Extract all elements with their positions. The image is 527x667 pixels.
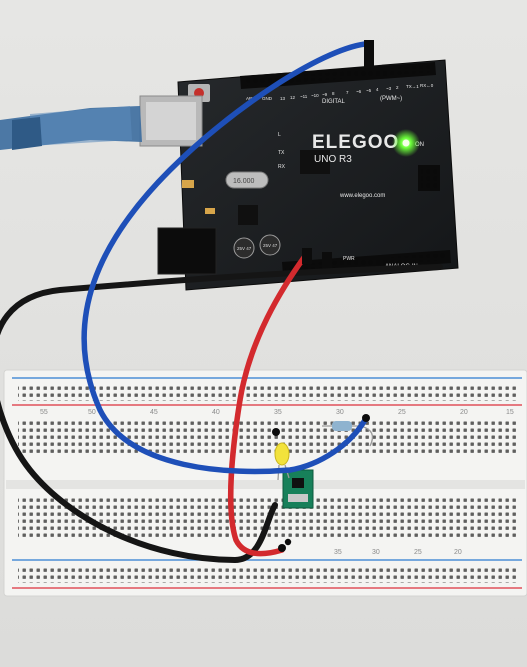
bb-top-num: 45 bbox=[150, 409, 158, 416]
black-wire bbox=[0, 264, 443, 564]
red-wire-end bbox=[278, 544, 286, 552]
digital-pin-label: ~3 bbox=[386, 86, 392, 91]
board-brand: ELEGOO bbox=[312, 132, 399, 153]
usb-cable bbox=[0, 106, 142, 150]
usb-chip bbox=[300, 150, 330, 174]
gnd-label: GND bbox=[262, 96, 273, 101]
pwm-label: (PWM~) bbox=[380, 96, 402, 102]
bb-bottom-num: 30 bbox=[372, 549, 380, 556]
digital-pin-label: 4 bbox=[376, 87, 379, 92]
blue-wire bbox=[81, 41, 368, 475]
crystal-oscillator bbox=[225, 171, 269, 189]
crystal-label: 16.000 bbox=[233, 178, 255, 185]
bb-top-num: 40 bbox=[212, 409, 220, 416]
bb-top-num: 55 bbox=[40, 409, 48, 416]
bb-bottom-num: 20 bbox=[454, 549, 462, 556]
black-wire-pin bbox=[322, 252, 332, 268]
rx-label: RX bbox=[278, 164, 286, 170]
blue-wire-end bbox=[362, 414, 370, 422]
yellow-led bbox=[274, 442, 290, 481]
svg-text:25V 47: 25V 47 bbox=[237, 246, 252, 251]
led-l-label: L bbox=[278, 132, 281, 138]
digital-pin-label: RX←0 bbox=[420, 83, 434, 88]
breadboard-pin bbox=[284, 538, 292, 546]
voltage-regulator bbox=[238, 205, 258, 225]
blue-wire-pin bbox=[364, 40, 374, 68]
bb-bottom-num: 25 bbox=[414, 549, 422, 556]
digital-pin-label: TX→1 bbox=[406, 84, 419, 89]
digital-pin-label: 7 bbox=[346, 90, 349, 95]
digital-pin-label: 12 bbox=[290, 95, 296, 100]
digital-pin-label: ~5 bbox=[366, 88, 372, 93]
capacitor-2: 25V 47 bbox=[259, 234, 281, 256]
black-wire-end bbox=[272, 428, 280, 436]
bb-top-num: 30 bbox=[336, 409, 344, 416]
bb-top-num: 50 bbox=[88, 409, 96, 416]
bb-top-num: 25 bbox=[398, 409, 406, 416]
digital-pin-label: 13 bbox=[280, 96, 286, 101]
tx-label: TX bbox=[278, 150, 285, 156]
breadboard: 55 50 45 40 35 30 25 20 15 35 30 25 20 bbox=[3, 369, 527, 597]
red-wire-pin bbox=[302, 248, 312, 264]
capacitor-1: 25V 47 bbox=[233, 237, 255, 259]
digital-pin-label: ~9 bbox=[322, 92, 328, 97]
digital-pin-label: ~6 bbox=[356, 89, 362, 94]
dc-barrel-jack bbox=[157, 227, 217, 275]
digital-pin-label: 8 bbox=[332, 91, 335, 96]
digital-pin-label: ~11 bbox=[300, 94, 308, 99]
bb-top-num: 35 bbox=[274, 409, 282, 416]
power-led bbox=[402, 139, 410, 147]
board-website: www.elegoo.com bbox=[339, 193, 385, 199]
bb-bottom-num: 35 bbox=[334, 549, 342, 556]
svg-text:25V 47: 25V 47 bbox=[263, 243, 278, 248]
smd-component bbox=[205, 208, 215, 214]
bb-top-num: 15 bbox=[506, 409, 514, 416]
arduino-uno-board: 16.000 25V 47 25V 47 ELEGOO UNO R3 www.e… bbox=[139, 59, 459, 291]
pwr-label: PWR bbox=[343, 256, 355, 262]
digital-pin-label: ~10 bbox=[311, 93, 319, 98]
smd-component bbox=[182, 180, 194, 188]
board-model: UNO R3 bbox=[314, 154, 352, 165]
red-wire bbox=[228, 249, 311, 557]
digital-label: DIGITAL bbox=[322, 99, 346, 105]
sensor-module bbox=[282, 469, 314, 509]
bb-top-num: 20 bbox=[460, 409, 468, 416]
digital-pin-label: 2 bbox=[396, 85, 399, 90]
